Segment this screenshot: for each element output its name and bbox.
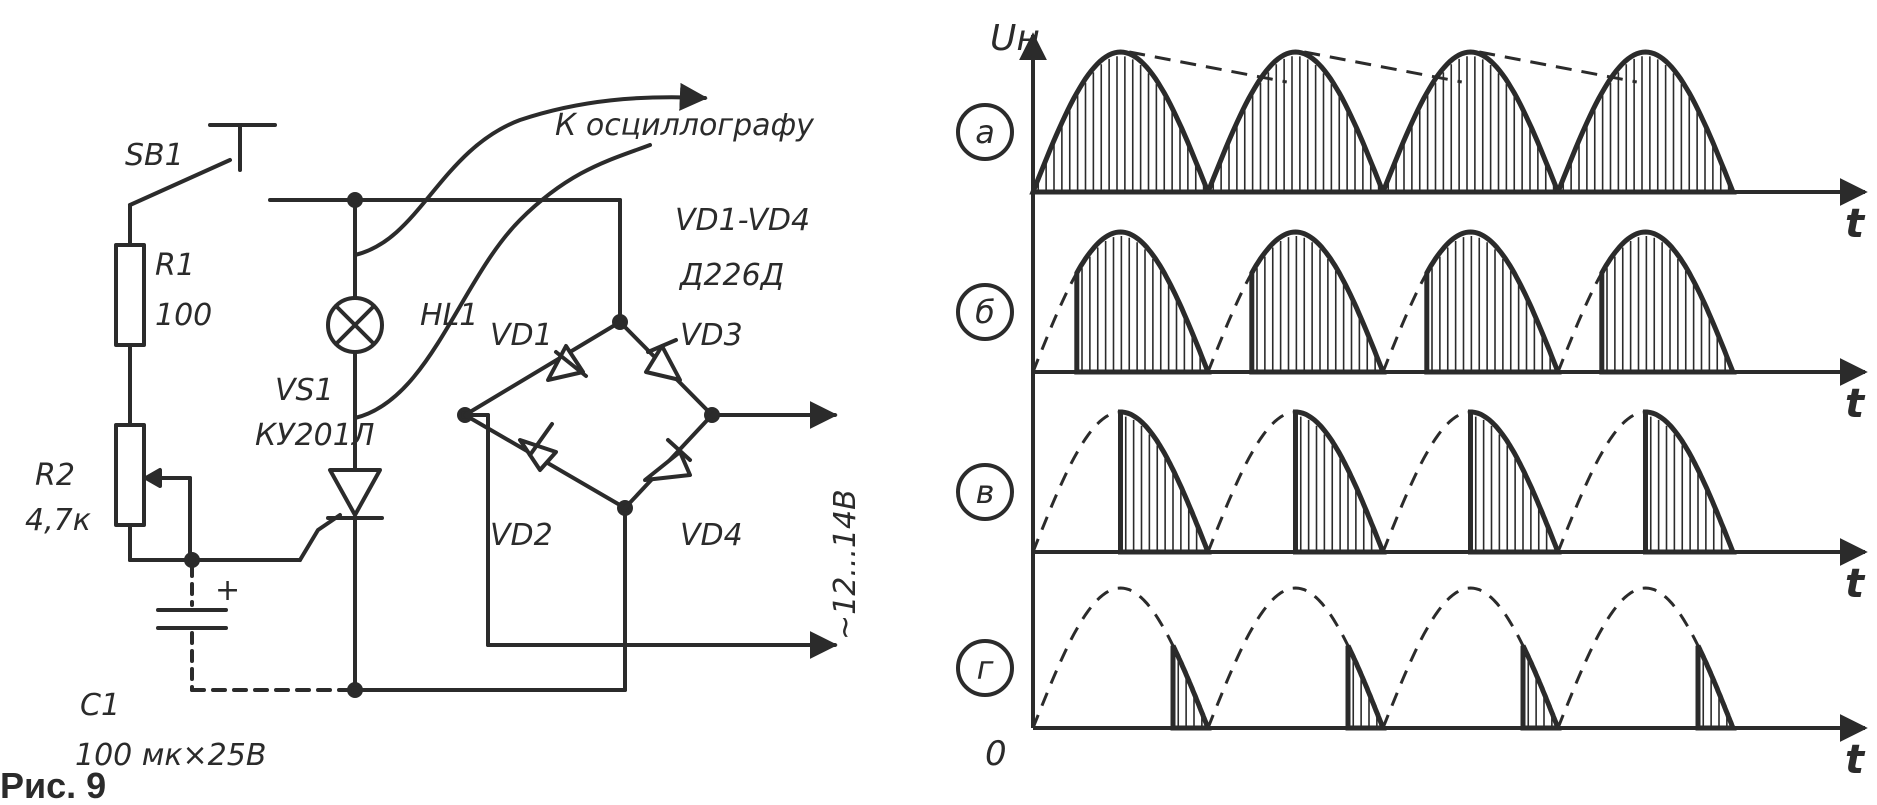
panel-label: а: [975, 113, 995, 151]
origin-label: 0: [985, 734, 1007, 774]
scope-lead-1: [353, 82, 708, 257]
conducting-half-wave: [1074, 229, 1212, 375]
resistor-r2: [114, 423, 146, 527]
conducting-half-wave: [1345, 644, 1387, 731]
conducting-half-wave: [1029, 49, 1212, 195]
panel-label-circle: [956, 463, 1014, 521]
scope-lead-2: [353, 143, 652, 420]
label-c1: C1: [80, 688, 120, 723]
conducting-half-wave: [1424, 229, 1562, 375]
label-vs1-value: КУ201Л: [255, 418, 374, 453]
resistor-r1: [114, 243, 146, 347]
switch-sb1: [128, 123, 622, 207]
label-to-oscilloscope: К осциллографу: [555, 108, 815, 143]
figure-caption: Рис. 9: [0, 765, 106, 805]
panel-label: в: [976, 473, 995, 511]
thyristor-vs1: [326, 468, 384, 520]
label-vd3: VD3: [680, 318, 743, 353]
conducting-half-wave: [1599, 229, 1737, 375]
pot-wiper-arrow: [144, 468, 162, 488]
label-r1-value: 100: [155, 298, 212, 333]
capacitor-c1: [156, 564, 357, 692]
panel-label: г: [977, 649, 994, 687]
lamp-hl1: [326, 296, 384, 354]
label-r1: R1: [155, 248, 195, 283]
label-bridge-value: Д226Д: [678, 258, 784, 293]
diode-vd4: [643, 450, 692, 482]
time-axis-label: t: [1845, 737, 1866, 783]
label-sb1: SB1: [125, 138, 184, 173]
node: [347, 192, 363, 208]
waveform-plots: Uн 0 t а t б t в t г: [956, 18, 1868, 783]
panel-label: б: [975, 293, 995, 331]
label-vs1: VS1: [275, 373, 334, 408]
panel-label-circle: [956, 103, 1014, 161]
label-hl1: HL1: [420, 298, 478, 333]
label-vd4: VD4: [680, 518, 743, 553]
panel-label-circle: [956, 283, 1014, 341]
time-axis-label: t: [1845, 201, 1866, 247]
label-c1-value: 100 мк×25В: [75, 738, 266, 773]
circuit-labels: К осциллографу SB1 R1 100 HL1 VS1 КУ201Л…: [25, 108, 863, 773]
conducting-half-wave: [1468, 409, 1562, 555]
panel-label-circle: [956, 639, 1014, 697]
diode-vd1: [546, 344, 585, 382]
label-vd1: VD1: [490, 318, 553, 353]
diode-vd3: [644, 344, 682, 382]
conducting-half-wave: [1249, 229, 1387, 375]
y-axis-label: Uн: [990, 18, 1040, 59]
conducting-half-wave: [1170, 644, 1212, 731]
label-c1-polarity: +: [215, 573, 240, 608]
envelope-dashed: [1128, 50, 1638, 84]
time-axis-label: t: [1845, 561, 1866, 607]
label-r2: R2: [35, 458, 75, 493]
label-r2-value: 4,7к: [25, 503, 91, 538]
label-vd2: VD2: [490, 518, 553, 553]
conducting-half-wave: [1293, 409, 1387, 555]
conducting-half-wave: [1520, 644, 1562, 731]
conducting-half-wave: [1643, 409, 1737, 555]
circuit-schematic: [114, 82, 838, 698]
label-supply: ~12...14В: [828, 489, 863, 640]
conducting-half-wave: [1118, 409, 1212, 555]
time-axis-label: t: [1845, 381, 1866, 427]
conducting-half-wave: [1695, 644, 1737, 731]
label-bridge: VD1-VD4: [675, 203, 810, 238]
diode-bridge: [463, 320, 714, 510]
